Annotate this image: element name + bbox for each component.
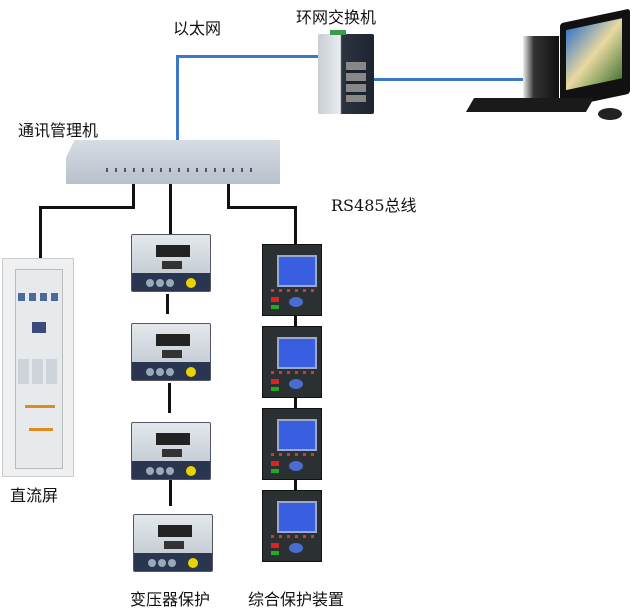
rs485-line bbox=[227, 206, 297, 209]
panel-display bbox=[32, 322, 46, 333]
mouse bbox=[598, 108, 622, 120]
pc-tower bbox=[523, 36, 559, 100]
rs485-line bbox=[294, 478, 297, 490]
indicators bbox=[25, 405, 55, 408]
transformer-protection-unit bbox=[131, 323, 211, 381]
rs485-label: RS485总线 bbox=[331, 196, 417, 215]
integrated-protection-unit bbox=[262, 408, 322, 480]
switch-terminal bbox=[330, 30, 346, 35]
ring-switch-device bbox=[318, 30, 374, 114]
ethernet-line-to-switch bbox=[176, 55, 319, 58]
rs485-line bbox=[294, 206, 297, 244]
dc-panel-cabinet bbox=[2, 258, 74, 477]
rs485-line bbox=[294, 314, 297, 326]
rs485-line bbox=[294, 396, 297, 408]
ethernet-label: 以太网 bbox=[173, 19, 222, 38]
pc-monitor bbox=[560, 8, 630, 109]
meters bbox=[18, 293, 58, 301]
rs485-line bbox=[169, 480, 172, 506]
rs485-line bbox=[39, 206, 135, 209]
rs485-line bbox=[166, 294, 169, 314]
integrated-protection-unit bbox=[262, 490, 322, 562]
dc-panel-label: 直流屏 bbox=[10, 486, 59, 505]
rs485-line bbox=[132, 184, 135, 209]
ring-switch-label: 环网交换机 bbox=[296, 8, 377, 27]
indicators bbox=[29, 428, 53, 431]
integrated-protection-unit bbox=[262, 326, 322, 398]
comm-manager-device bbox=[66, 140, 280, 184]
transformer-protection-unit bbox=[131, 422, 211, 480]
rs485-line bbox=[39, 206, 42, 260]
rs485-line bbox=[168, 383, 171, 413]
keyboard bbox=[465, 98, 595, 112]
comm-manager-label: 通讯管理机 bbox=[18, 121, 99, 140]
transformer-protection-unit bbox=[131, 234, 211, 292]
rs485-line bbox=[169, 184, 172, 234]
manager-indicators bbox=[106, 168, 256, 172]
ethernet-line-to-pc bbox=[374, 78, 524, 81]
modules bbox=[18, 359, 58, 384]
ethernet-line-vertical bbox=[176, 55, 179, 143]
rs485-line bbox=[227, 184, 230, 208]
transformer-protection-label: 变压器保护 bbox=[130, 590, 211, 609]
switch-ports bbox=[346, 62, 366, 102]
monitor-screen bbox=[566, 18, 622, 91]
integrated-protection-unit bbox=[262, 244, 322, 316]
transformer-protection-unit bbox=[133, 514, 213, 572]
integrated-protection-label: 综合保护装置 bbox=[248, 590, 345, 609]
